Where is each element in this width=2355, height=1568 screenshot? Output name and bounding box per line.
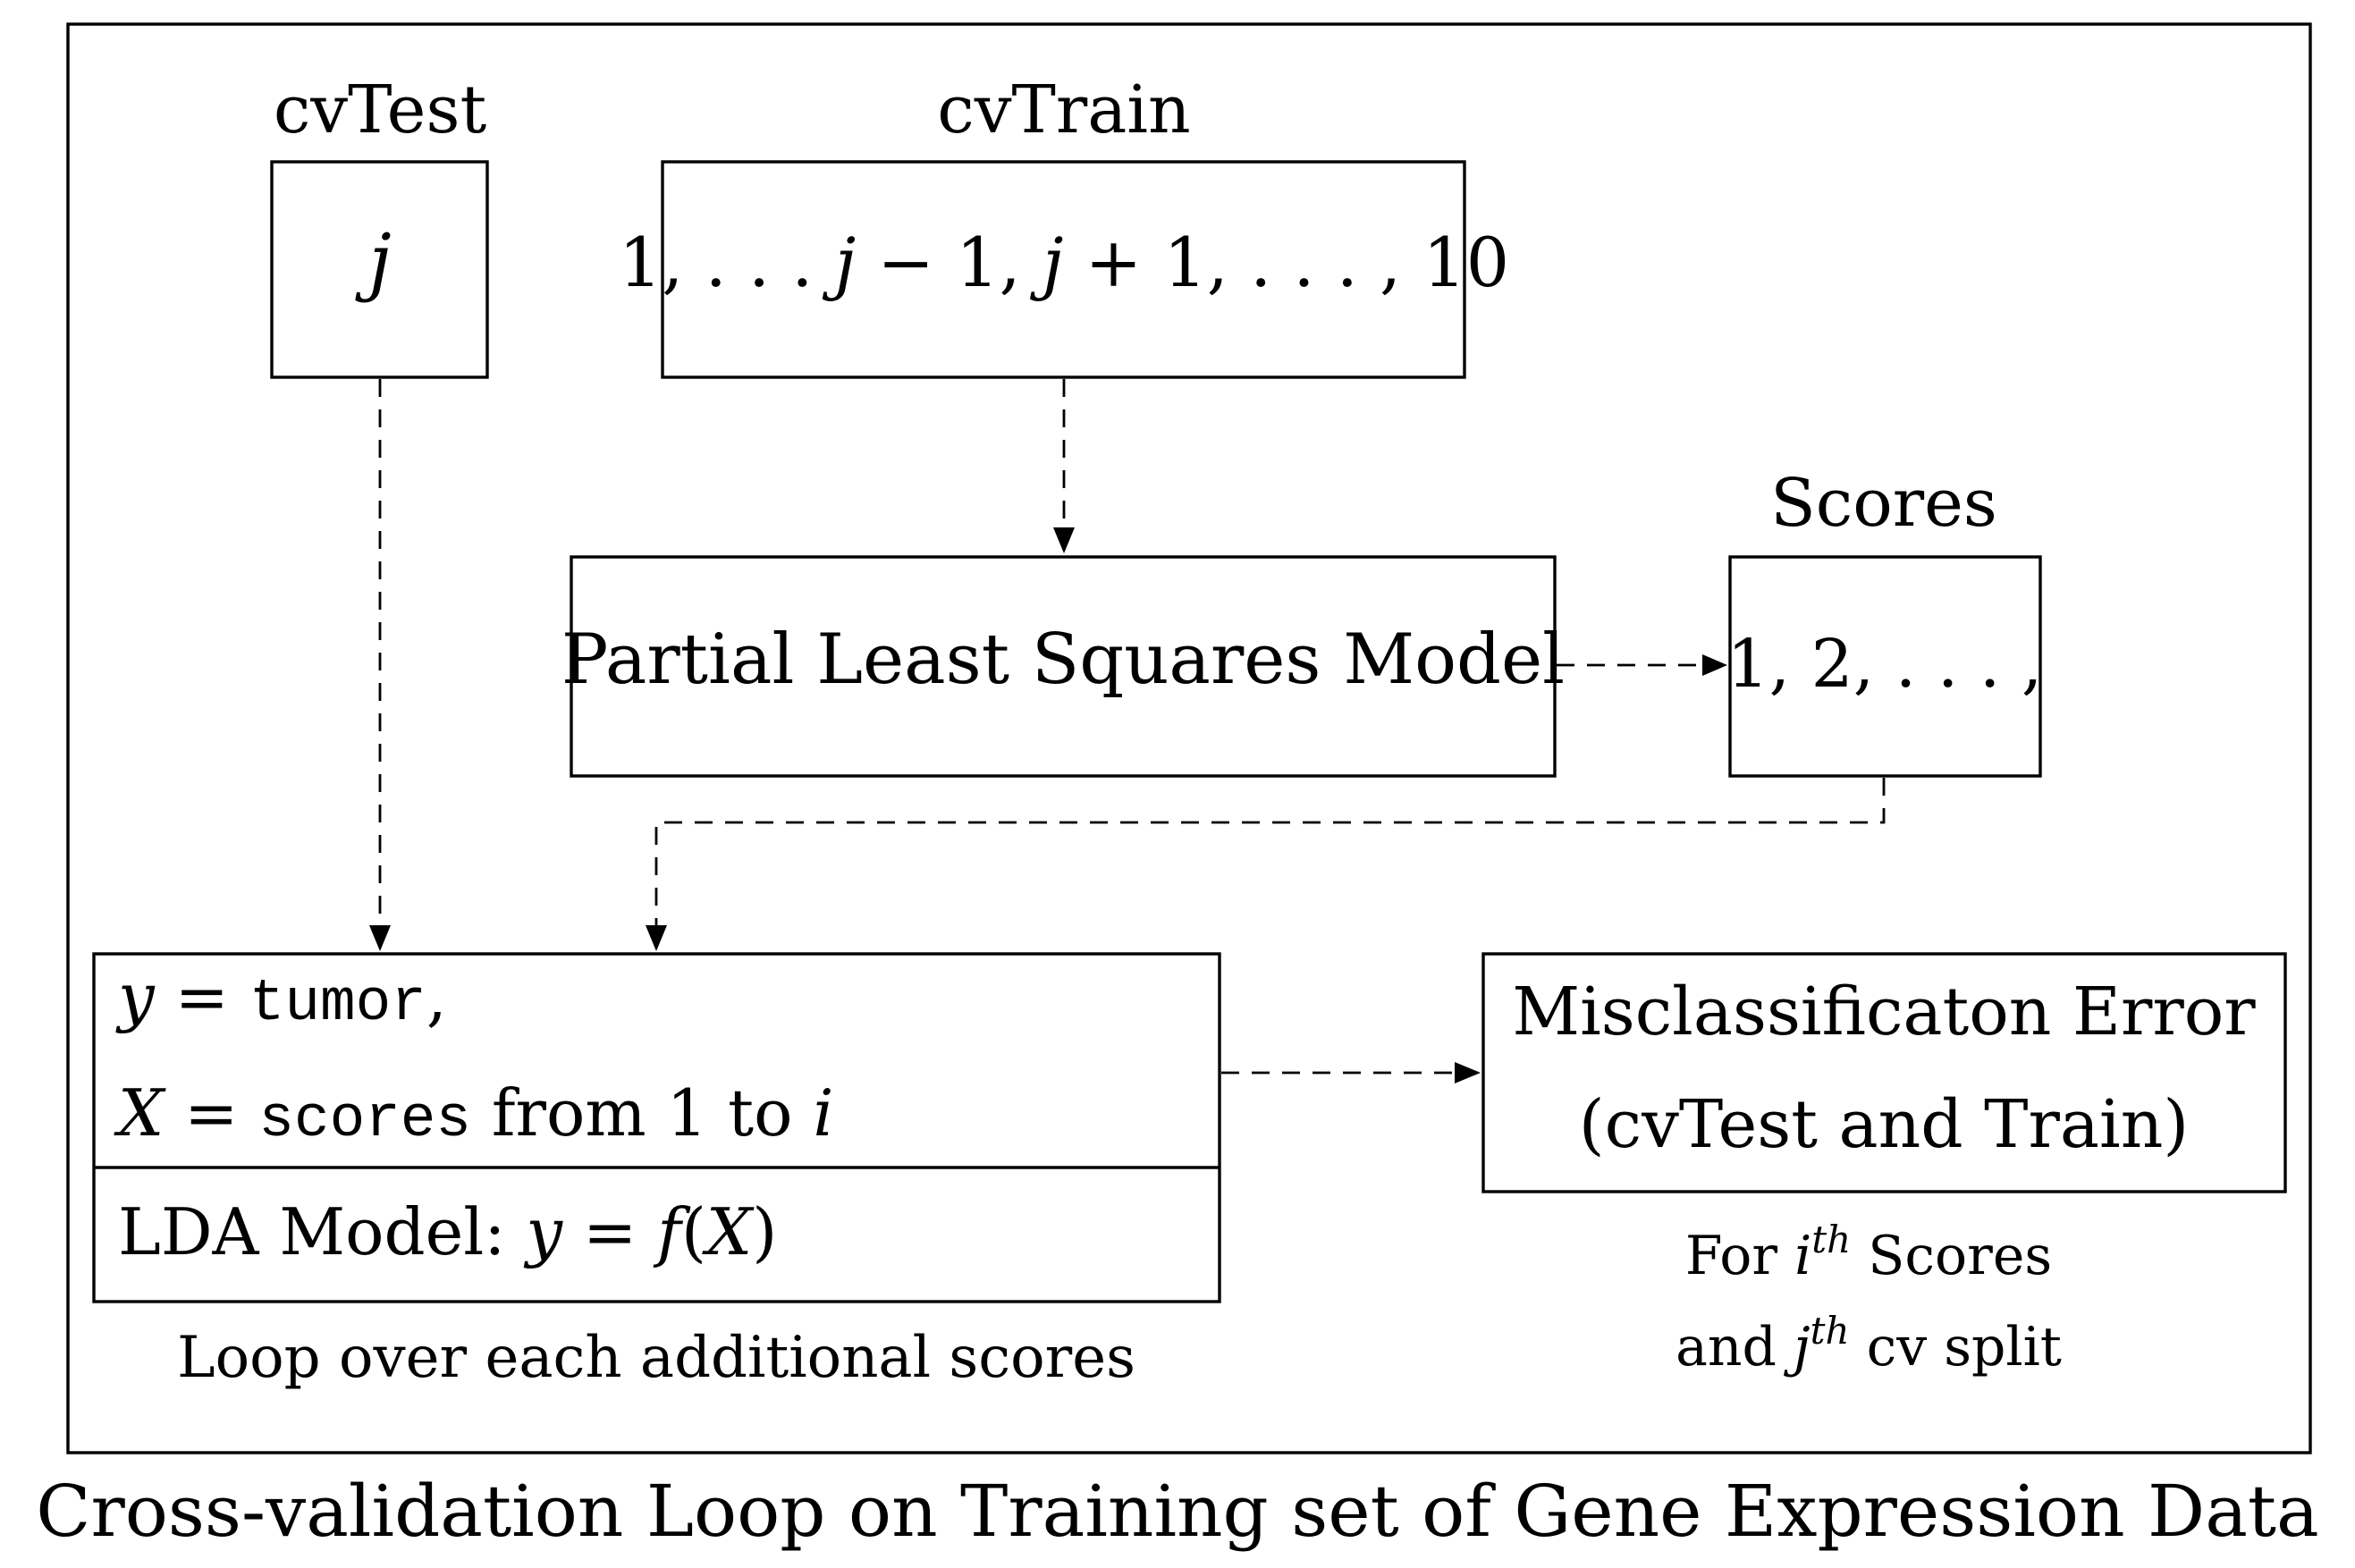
scores-value: 1, 2, . . . ,	[1727, 626, 2043, 703]
arrowhead-scores-to-lda	[646, 925, 667, 951]
misclass-box	[1481, 952, 2287, 1193]
misclass-line1: Misclassificaton Error	[1512, 974, 2256, 1050]
pls-box	[570, 555, 1557, 778]
lda-box	[92, 952, 1221, 1303]
lda-loop-note: Loop over each additional scores	[177, 1325, 1135, 1391]
cvtrain-label: cvTrain	[937, 72, 1190, 148]
cvtest-box	[270, 160, 489, 379]
arrowhead-pls-to-scores	[1702, 654, 1727, 676]
outer-frame	[66, 22, 2312, 1454]
cvtrain-value: 1, . . . j − 1, j + 1, . . . , 10	[619, 223, 1509, 302]
figure-caption: Cross-validation Loop on Training set of…	[36, 1470, 2318, 1553]
misclass-note2: and jth cv split	[1676, 1309, 2062, 1378]
lda-line1: y = tumor,	[115, 959, 447, 1037]
connector-scores-to-lda	[654, 778, 1886, 925]
arrowhead-cvtrain-to-pls	[1053, 527, 1075, 553]
lda-model-line: LDA Model: y = f(X)	[118, 1194, 777, 1269]
cvtrain-box	[661, 160, 1466, 379]
lda-line2: X = scores from 1 to i	[114, 1075, 833, 1153]
scores-label: Scores	[1770, 465, 1997, 542]
arrowhead-cvtest-to-lda	[369, 925, 391, 951]
pls-label: Partial Least Squares Model	[561, 620, 1565, 700]
misclass-line2: (cvTest and Train)	[1579, 1086, 2189, 1163]
misclass-note1: For ith Scores	[1685, 1218, 2052, 1287]
scores-box	[1728, 555, 2042, 778]
arrowhead-lda-to-misclass	[1455, 1062, 1481, 1083]
cvtest-label: cvTest	[274, 72, 487, 148]
